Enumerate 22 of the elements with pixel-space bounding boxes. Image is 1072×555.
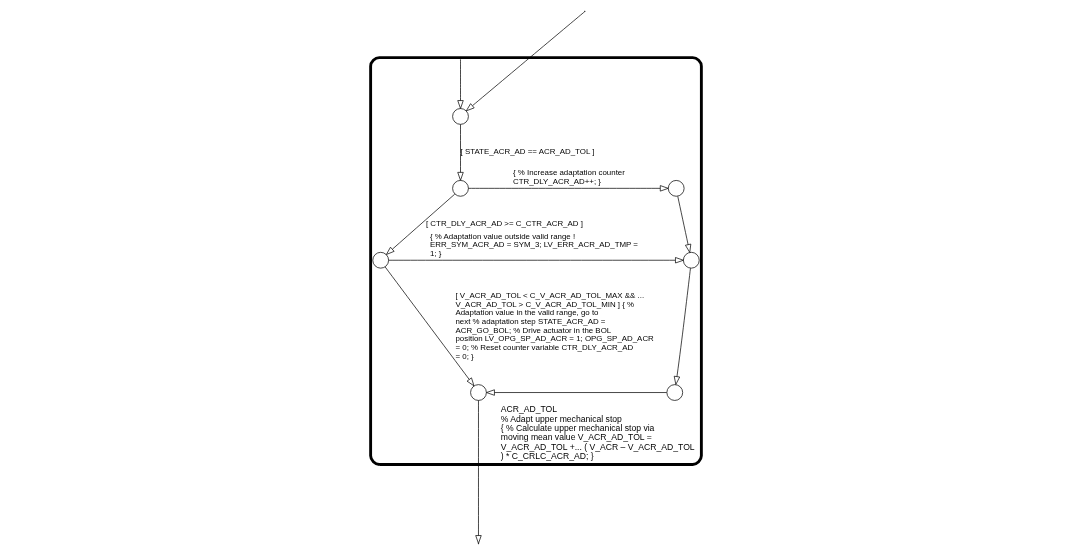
- arrow: [457, 60, 464, 109]
- edge-label: [ V_ACR_AD_TOL < C_V_ACR_AD_TOL_MAX && ... V_ACR_AD_TOL > C_V_ACR_AD_TOL_MIN ] { % Adaptation value in the valid range, go to next % adaptation step STATE_ACR_AD = ACR_GO_BOL; % Drive actuator in the BOL position LV_OPG_SP_AD_ACR = 1; OPG_SP_AD_ACR = 0; % Reset counter variable CTR_DLY_ACR_AD = 0; }: [455, 291, 654, 361]
- node-circle: [683, 251, 700, 269]
- arrow: [386, 193, 456, 255]
- node-circle: [452, 108, 469, 125]
- node-circle: [452, 180, 469, 197]
- arrow: [677, 196, 692, 253]
- arrow: [486, 389, 668, 396]
- node-circle: [666, 384, 684, 401]
- node-circle: [372, 251, 389, 269]
- node-circle: [667, 180, 685, 197]
- arrow: [468, 185, 669, 192]
- edge-label: [ CTR_DLY_ACR_AD >= C_CTR_ACR_AD ]: [425, 219, 583, 229]
- arrow: [384, 266, 475, 387]
- arrow: [465, 11, 586, 112]
- arrow: [388, 257, 684, 264]
- edge-label: { % Increase adaptation counter CTR_DLY_ACR_AD++; }: [512, 168, 625, 186]
- edge-label: [ STATE_ACR_AD == ACR_AD_TOL ]: [460, 147, 595, 157]
- arrow: [673, 267, 691, 385]
- arrow: [457, 124, 464, 181]
- node-circle: [470, 384, 487, 401]
- edge-label: { % Adaptation value outside valid range ! ERR_SYM_ACR_AD = SYM_3; LV_ERR_ACR_AD_TMP = 1; }: [429, 231, 638, 258]
